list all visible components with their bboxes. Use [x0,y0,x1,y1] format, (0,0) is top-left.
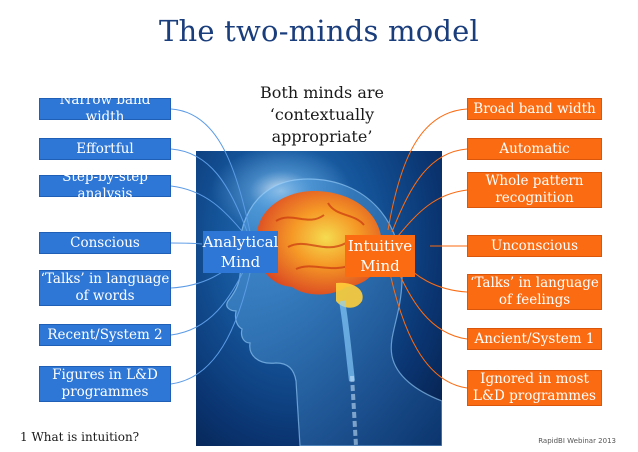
left-item-step-by-step-analysis: Step-by-step analysis [39,169,171,202]
footer-caption: 1 What is intuition? [20,430,140,444]
page-title: The two-minds model [158,14,479,48]
subtitle: Both minds are ‘contextually appropriate… [260,83,384,146]
analytical-mind-label: Analytical Mind [202,231,279,273]
left-item-effortful: Effortful [39,138,171,160]
left-item-narrow-band-width: Narrow band width [39,92,171,125]
right-item-broad-band-width: Broad band width [467,98,602,120]
left-item-recent-system-2: Recent/System 2 [39,324,171,346]
left-item-talks-in-language-of-words: ‘Talks’ in language of words [39,270,171,306]
right-item-ancient-system-1: Ancient/System 1 [467,328,602,350]
left-item-conscious: Conscious [39,232,171,254]
right-item-unconscious: Unconscious [467,235,602,257]
intuitive-mind-label: Intuitive Mind [345,235,415,277]
right-item-automatic: Automatic [467,138,602,160]
footer-credit: RapidBI Webinar 2013 [538,437,616,445]
right-item-whole-pattern-recognition: Whole pattern recognition [467,172,602,208]
right-item-ignored-in-most-ld: Ignored in most L&D programmes [467,370,602,406]
right-item-talks-in-language-of-feelings: ‘Talks’ in language of feelings [467,274,602,310]
left-item-figures-in-ld: Figures in L&D programmes [39,366,171,402]
